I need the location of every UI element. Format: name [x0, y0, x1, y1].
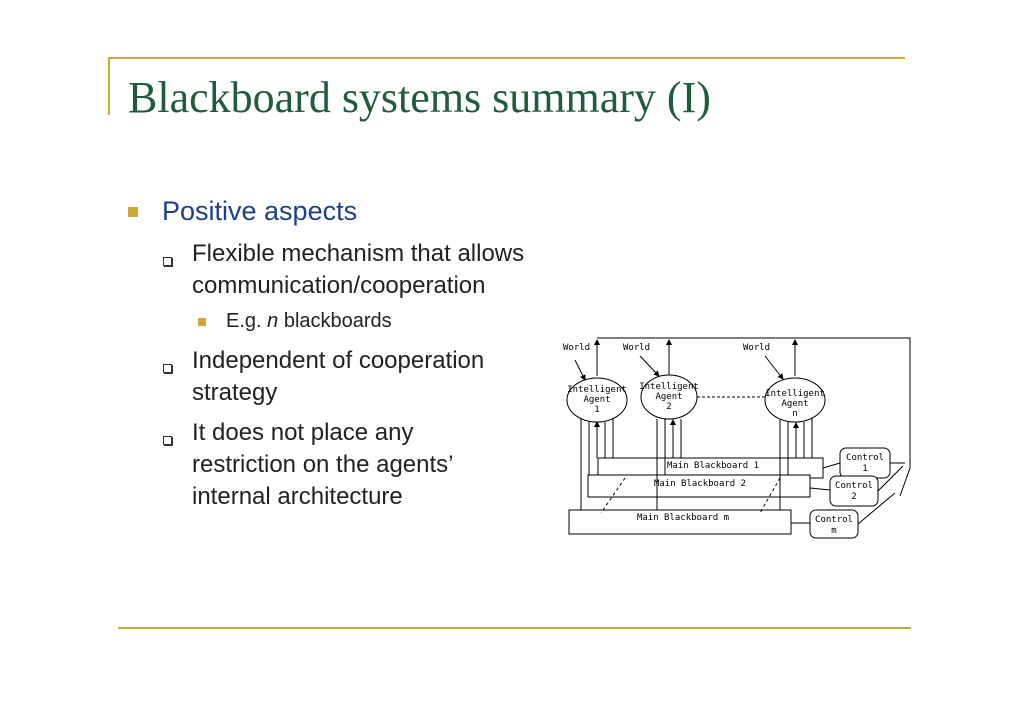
agent-1-line-2: Agent: [583, 395, 610, 405]
point-3-line-3: internal architecture: [192, 483, 403, 510]
control-m-line-1: Control: [815, 515, 853, 525]
sub-suffix: blackboards: [278, 310, 392, 332]
bullet-box-icon: [163, 257, 172, 266]
control-link-line: [877, 465, 904, 492]
world-arrow: [639, 355, 660, 377]
agent-2-line-3: 2: [666, 402, 671, 412]
point-1-line-1: Flexible mechanism that allows: [192, 240, 525, 267]
agent-2-line-1: Intelligent: [639, 382, 699, 392]
point-3-line-2: restriction on the agents’: [192, 451, 454, 478]
agent-1-line-3: 1: [594, 405, 599, 415]
point-3-line-1: It does not place any: [192, 419, 414, 446]
board-dash-line: [600, 477, 626, 514]
board-rect-2: [587, 474, 811, 498]
bottom-rule: [118, 627, 911, 629]
agent-n-line-1: Intelligent: [765, 389, 825, 399]
board-dash-line: [759, 477, 781, 514]
point-1-line-2: communication/cooperation: [192, 272, 486, 299]
control-m-line-2: m: [831, 526, 836, 536]
control-2-line-1: Control: [835, 481, 873, 491]
board-rect-m: [568, 509, 792, 535]
control-link-line: [822, 462, 841, 469]
agent-1-line-1: Intelligent: [567, 385, 627, 395]
bullet-box-icon: [163, 364, 172, 373]
sub-point-example: E.g. n blackboards: [226, 310, 392, 333]
control-1-line-1: Control: [846, 453, 884, 463]
world-label-2: World: [623, 343, 650, 353]
point-2-line-1: Independent of cooperation: [192, 347, 485, 374]
agent-n-line-2: Agent: [781, 399, 808, 409]
sub-emphasis: n: [267, 310, 279, 332]
world-label-1: World: [563, 343, 590, 353]
sub-prefix: E.g.: [226, 310, 268, 332]
control-2-line-2: 2: [851, 492, 856, 502]
world-arrow: [764, 355, 784, 380]
point-2-line-2: strategy: [192, 379, 278, 406]
board-label-2: Main Blackboard 2: [654, 479, 746, 489]
blackboard-architecture-diagram: World World World Intelligent Agent 1 In…: [563, 337, 911, 539]
agent-2-line-2: Agent: [655, 392, 682, 402]
top-rule: [108, 57, 905, 59]
bullet-square-icon: [128, 207, 138, 217]
slide-title: Blackboard systems summary (I): [128, 73, 711, 122]
bullet-small-square-icon: [198, 318, 206, 326]
level1-heading: Positive aspects: [162, 196, 358, 226]
world-arrow: [574, 359, 586, 381]
world-label-3: World: [743, 343, 770, 353]
feedback-loop-line: [597, 337, 911, 497]
board-label-m: Main Blackboard m: [637, 513, 729, 523]
bullet-box-icon: [163, 436, 172, 445]
board-label-1: Main Blackboard 1: [667, 461, 759, 471]
control-link-line: [809, 487, 831, 491]
agent-n-line-3: n: [792, 409, 797, 419]
left-rule: [108, 57, 110, 115]
control-link-line: [857, 492, 896, 525]
control-1-line-2: 1: [862, 464, 867, 474]
